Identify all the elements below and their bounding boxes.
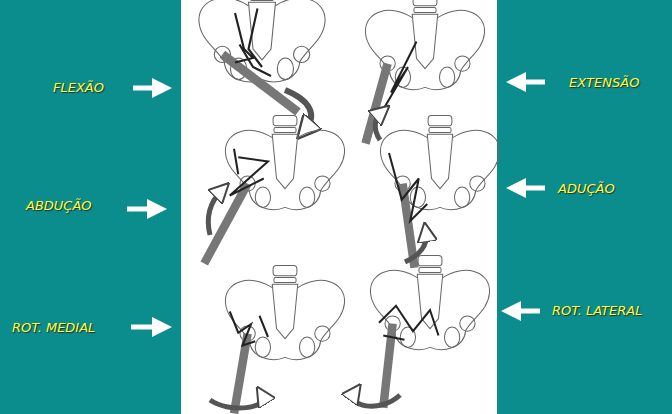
movement-label: EXTENSÃO [569, 75, 639, 91]
movement-label: ROT. MEDIAL [12, 320, 95, 336]
movement-label: FLEXÃO [53, 80, 104, 96]
movement-label: ABDUÇÃO [26, 198, 92, 214]
pointer-arrows [127, 82, 545, 327]
movement-label: ROT. LATERAL [552, 303, 642, 319]
movement-label: ADUÇÃO [558, 181, 615, 197]
